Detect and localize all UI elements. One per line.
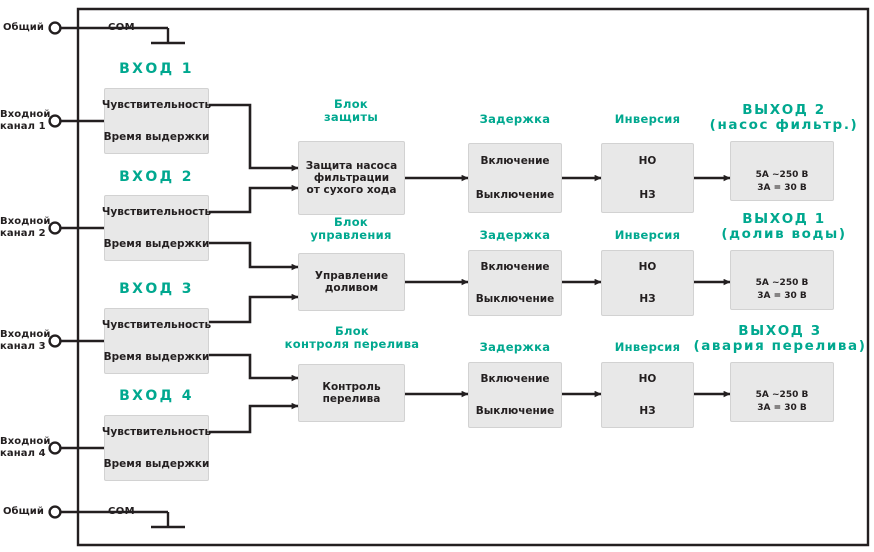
input-block-1[interactable]: Чувствительность Время выдержки [101, 88, 212, 154]
output-title-1: ВЫХОД 1 (долив воды) [721, 211, 847, 242]
input-group-title-4: ВХОД 4 [119, 388, 194, 404]
delay-block-title-2: Задержка [479, 228, 551, 242]
delay-block-title-3: Задержка [479, 340, 551, 354]
inversion-2-no-cell[interactable]: НО [638, 261, 657, 273]
inversion-block-3[interactable]: НО НЗ [601, 362, 694, 428]
inversion-block-2[interactable]: НО НЗ [601, 250, 694, 316]
input-4-delay-time-cell[interactable]: Время выдержки [103, 458, 210, 470]
delay-block-3[interactable]: Включение Выключение [468, 362, 562, 428]
inversion-2-nc-cell[interactable]: НЗ [639, 293, 656, 305]
delay-block-2[interactable]: Включение Выключение [468, 250, 562, 316]
input-4-sensitivity-cell[interactable]: Чувствительность [101, 426, 212, 438]
input-2-sensitivity-cell[interactable]: Чувствительность [101, 206, 212, 218]
output-3-rating-ac: 5A ~250 В [755, 390, 809, 400]
function-block-refill-control[interactable]: Управление доливом [298, 253, 405, 311]
input-block-3[interactable]: Чувствительность Время выдержки [101, 308, 212, 374]
delay-1-off-cell[interactable]: Выключение [475, 189, 555, 201]
output-relay-3[interactable] [730, 362, 834, 422]
inversion-1-nc-cell[interactable]: НЗ [639, 189, 656, 201]
com-tag-top: COM [108, 22, 135, 33]
terminal-label-common-bottom: Общий [2, 506, 44, 517]
inversion-block-title-1: Инверсия [614, 112, 681, 126]
function-block-refill-control-label: Управление доливом [314, 270, 389, 294]
output-1-rating-ac: 5A ~250 В [755, 278, 809, 288]
inversion-3-nc-cell[interactable]: НЗ [639, 405, 656, 417]
output-3-rating-dc: 3A = 30 В [757, 403, 807, 413]
terminal-label-input-2: Входной канал 2 [0, 216, 51, 239]
output-title-2: ВЫХОД 2 (насос фильтр.) [709, 102, 859, 133]
function-block-protection[interactable]: Защита насоса фильтрации от сухого хода [298, 141, 405, 215]
inversion-block-title-3: Инверсия [614, 340, 681, 354]
input-3-delay-time-cell[interactable]: Время выдержки [103, 351, 210, 363]
output-title-3: ВЫХОД 3 (авария перелива) [693, 323, 867, 354]
function-block-title-1: Блок защиты [323, 97, 379, 124]
delay-block-title-1: Задержка [479, 112, 551, 126]
terminal-label-input-4: Входной канал 4 [0, 436, 51, 459]
function-block-overflow-control[interactable]: Контроль перелива [298, 364, 405, 422]
terminal-label-input-1: Входной канал 1 [0, 109, 51, 132]
output-2-rating-dc: 3A = 30 В [757, 183, 807, 193]
terminal-label-common-top: Общий [2, 22, 44, 33]
output-relay-2[interactable] [730, 141, 834, 201]
delay-1-on-cell[interactable]: Включение [480, 155, 550, 167]
delay-2-off-cell[interactable]: Выключение [475, 293, 555, 305]
input-group-title-2: ВХОД 2 [119, 169, 194, 185]
input-2-delay-time-cell[interactable]: Время выдержки [103, 238, 210, 250]
input-1-delay-time-cell[interactable]: Время выдержки [103, 131, 210, 143]
output-relay-1[interactable] [730, 250, 834, 310]
inversion-block-1[interactable]: НО НЗ [601, 143, 694, 213]
inversion-3-no-cell[interactable]: НО [638, 373, 657, 385]
function-block-title-2: Блок управления [310, 215, 392, 242]
inversion-block-title-2: Инверсия [614, 228, 681, 242]
output-2-rating-ac: 5A ~250 В [755, 170, 809, 180]
com-tag-bottom: COM [108, 506, 135, 517]
input-block-4[interactable]: Чувствительность Время выдержки [101, 415, 212, 481]
function-block-protection-label: Защита насоса фильтрации от сухого хода [305, 160, 398, 196]
delay-3-on-cell[interactable]: Включение [480, 373, 550, 385]
input-group-title-3: ВХОД 3 [119, 281, 194, 297]
terminal-label-input-3: Входной канал 3 [0, 329, 51, 352]
inversion-1-no-cell[interactable]: НО [638, 155, 657, 167]
function-block-overflow-control-label: Контроль перелива [322, 381, 381, 405]
delay-3-off-cell[interactable]: Выключение [475, 405, 555, 417]
input-block-2[interactable]: Чувствительность Время выдержки [101, 195, 212, 261]
input-1-sensitivity-cell[interactable]: Чувствительность [101, 99, 212, 111]
output-1-rating-dc: 3A = 30 В [757, 291, 807, 301]
function-block-title-3: Блок контроля перелива [284, 324, 420, 351]
delay-block-1[interactable]: Включение Выключение [468, 143, 562, 213]
delay-2-on-cell[interactable]: Включение [480, 261, 550, 273]
input-group-title-1: ВХОД 1 [119, 61, 194, 77]
input-3-sensitivity-cell[interactable]: Чувствительность [101, 319, 212, 331]
